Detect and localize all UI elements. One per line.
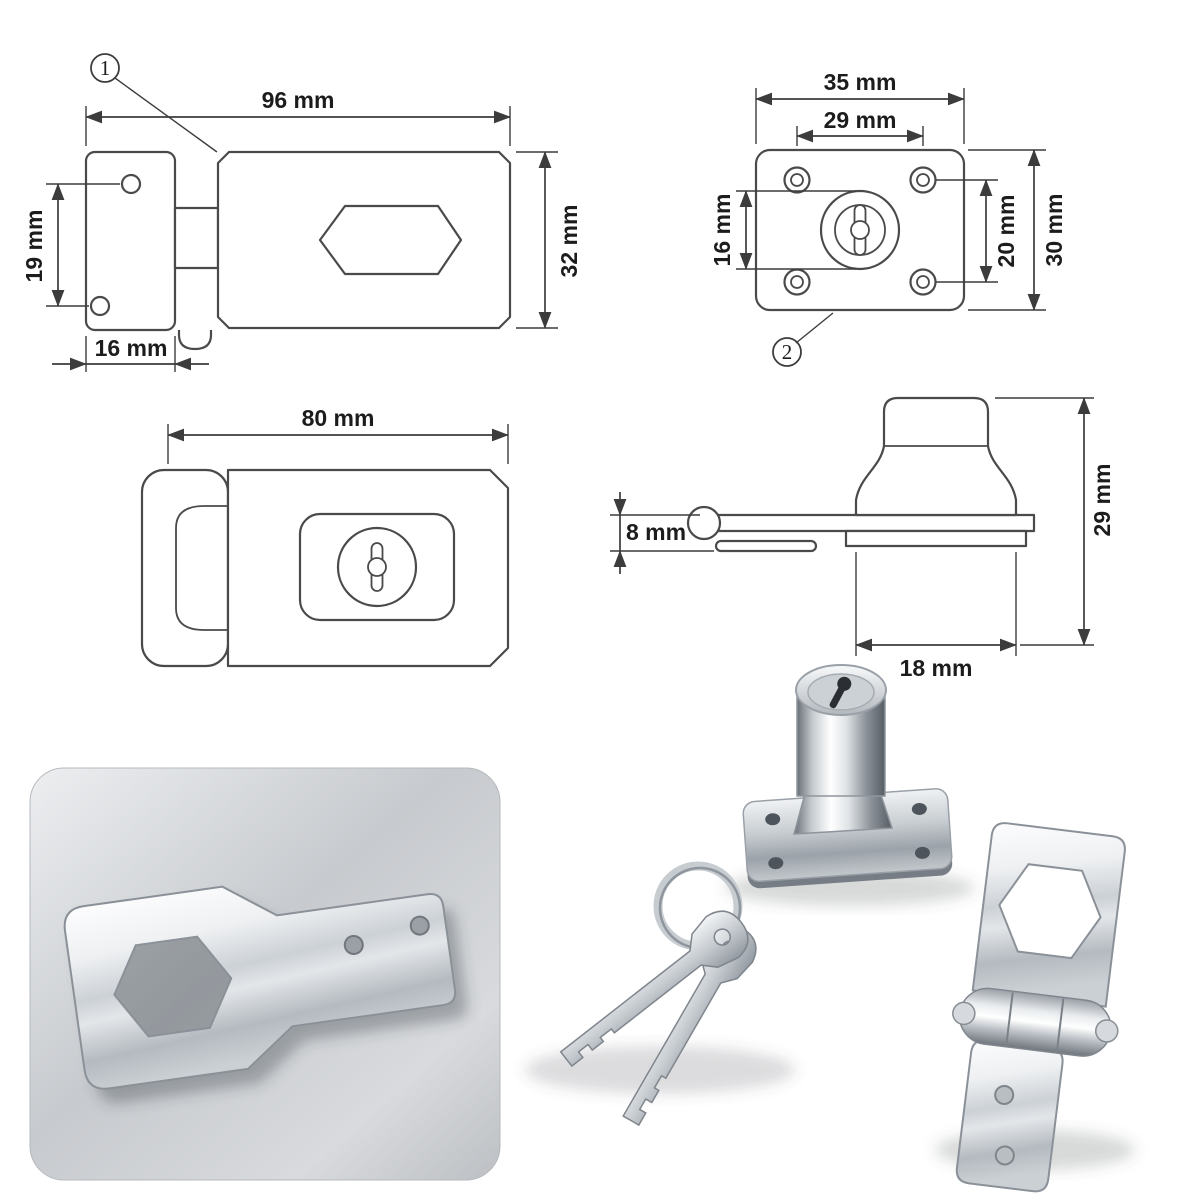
dim-label-35mm: 35 mm <box>824 69 897 95</box>
hinge-recess <box>175 505 228 631</box>
screw-hole <box>914 846 930 859</box>
dim-96mm: 96 mm <box>85 87 511 146</box>
dim-label-32mm: 32 mm <box>556 205 582 278</box>
screw-hole <box>768 857 784 870</box>
screw-hole <box>409 915 430 936</box>
hasp-flap-plate <box>971 822 1126 1008</box>
dim-32mm: 32 mm <box>516 151 582 329</box>
key-ring-and-keys <box>559 861 757 1127</box>
side-view-outline <box>686 396 1036 553</box>
knuckle-joint <box>1055 998 1065 1053</box>
screw-hole-inner <box>790 275 804 289</box>
hinge-leaf-plate <box>955 1039 1064 1193</box>
dim-label-16mm-cylinder: 16 mm <box>709 194 735 267</box>
keyhole-icon <box>829 676 852 709</box>
dim-20mm: 20 mm <box>936 179 1019 283</box>
hinge-knuckle <box>177 330 213 351</box>
dim-label-29mm-side: 29 mm <box>1089 464 1115 537</box>
photo-lock-set <box>525 664 1135 1193</box>
hinge-leaf-edge <box>714 539 818 553</box>
screw-hole <box>765 813 781 826</box>
dim-label-96mm: 96 mm <box>262 87 335 113</box>
key-shape <box>559 910 749 1068</box>
dim-label-80mm: 80 mm <box>302 405 375 431</box>
screw-hole <box>994 1084 1015 1105</box>
screw-hole <box>343 934 364 955</box>
dim-label-19mm: 19 mm <box>21 210 47 283</box>
screw-hole <box>994 1145 1015 1166</box>
dim-18mm: 18 mm <box>855 552 1017 681</box>
screw-hole-inner <box>916 173 930 187</box>
dim-label-18mm: 18 mm <box>900 655 973 681</box>
dim-label-16mm-end: 16 mm <box>95 335 168 361</box>
hex-cutout <box>318 204 463 276</box>
screw-hole-inner <box>790 173 804 187</box>
screw-hole <box>120 173 142 195</box>
knuckle-joint <box>1005 992 1014 1046</box>
hinge-pin-end <box>952 1001 976 1026</box>
hinge-leaf <box>140 468 230 668</box>
screw-hole <box>911 802 927 815</box>
dim-8mm: 8 mm <box>610 492 714 574</box>
dim-16mm-cylinder: 16 mm <box>709 190 856 270</box>
callout-2-circle <box>772 337 802 367</box>
dim-35mm: 35 mm <box>755 69 965 144</box>
screw-hole <box>89 295 111 317</box>
dim-30mm: 30 mm <box>968 149 1067 311</box>
lock-base <box>742 788 953 889</box>
callout-1-number: 1 <box>100 56 111 80</box>
dim-label-20mm: 20 mm <box>993 195 1019 268</box>
dim-label-29mm: 29 mm <box>824 107 897 133</box>
dim-label-30mm: 30 mm <box>1041 194 1067 267</box>
hasp-short-outline <box>140 468 510 668</box>
dim-29mm-side: 29 mm <box>995 397 1115 646</box>
hinge-roll <box>686 505 722 541</box>
lock-cylinder-assembly <box>742 664 953 889</box>
lock-base-outline <box>754 148 966 312</box>
drawing-lock-base-front: 35 mm 29 mm 16 mm 20 mm 30 mm 2 <box>709 69 1067 367</box>
key-slot-center <box>367 557 387 577</box>
dim-19mm: 19 mm <box>21 183 120 307</box>
drawing-hasp-long-front: 96 mm 19 mm 32 mm 16 mm 1 <box>21 53 582 372</box>
dim-80mm: 80 mm <box>167 405 509 464</box>
callout-2: 2 <box>772 312 834 367</box>
callout-1: 1 <box>90 53 218 153</box>
drawing-hasp-short-front: 80 mm <box>140 405 510 668</box>
dim-16mm-end: 16 mm <box>52 335 209 372</box>
dim-29mm: 29 mm <box>796 107 924 146</box>
hinge-pin-end <box>1095 1019 1119 1043</box>
key-1 <box>559 910 749 1068</box>
photo-hasp-plate-panel <box>29 767 501 1181</box>
screw-hole-inner <box>916 275 930 289</box>
key-slot-center <box>850 220 870 240</box>
hasp-long-outline <box>84 150 512 351</box>
keyed-hasp-photo <box>952 822 1126 1193</box>
hasp-plate-edge <box>704 513 1036 533</box>
drawing-lock-side: 8 mm 29 mm 18 mm <box>610 396 1115 681</box>
callout-2-number: 2 <box>782 340 793 364</box>
dim-label-8mm: 8 mm <box>626 519 686 545</box>
lock-body-side <box>854 396 1018 517</box>
hinge-block <box>173 206 220 270</box>
callout-1-circle <box>90 53 120 83</box>
chrome-hasp-photo <box>63 885 468 1104</box>
base-plate-edge <box>844 529 1028 548</box>
